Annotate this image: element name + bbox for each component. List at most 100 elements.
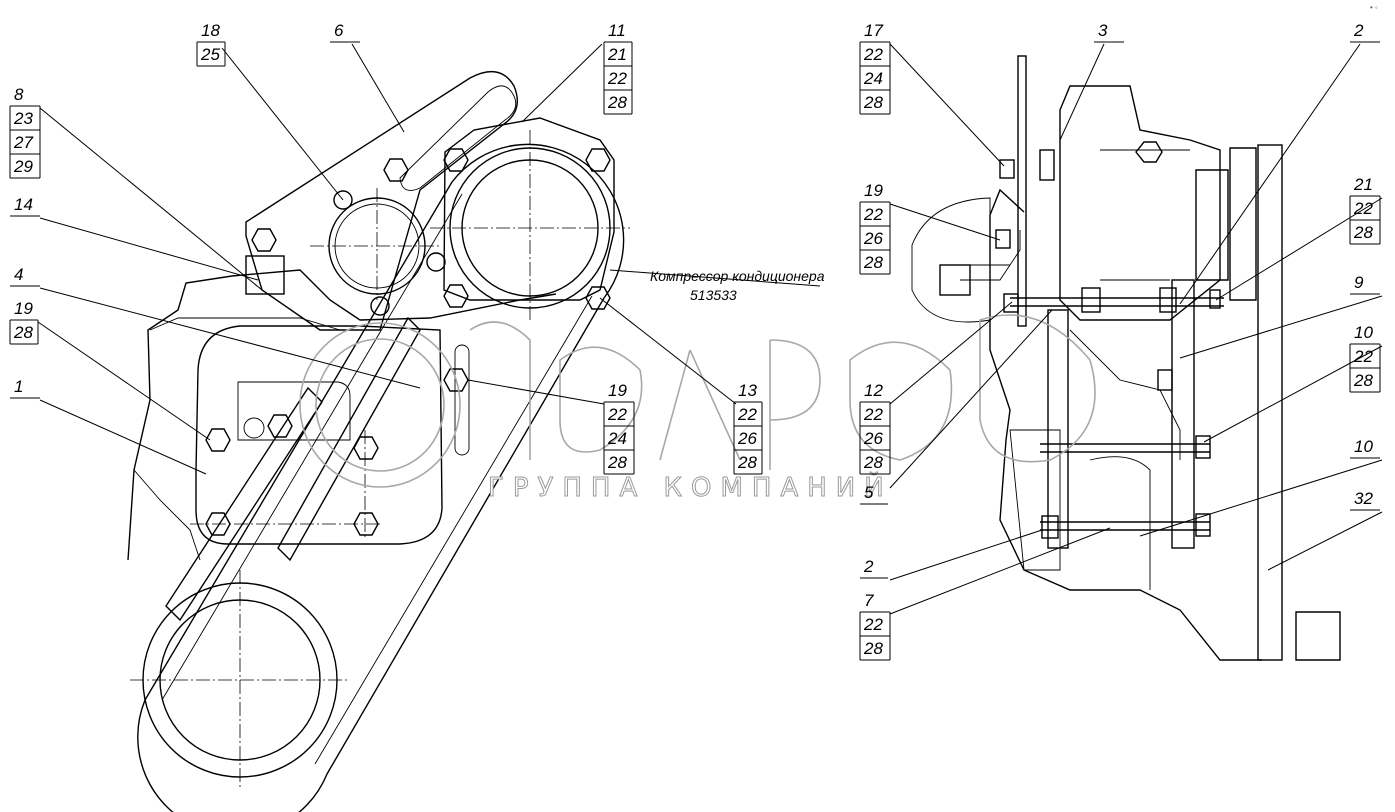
- callout-c12-item-2: 26: [863, 429, 883, 448]
- side-nut-2: [1039, 149, 1055, 181]
- leader-9: [1179, 295, 1383, 359]
- leader-19b: [467, 379, 605, 405]
- engine-housing-detail: [133, 317, 341, 561]
- side-arm-plate: [1171, 279, 1195, 549]
- leader-5: [889, 309, 1053, 489]
- callout-c5-item-0: 5: [864, 483, 874, 502]
- callout-c32: 32: [1350, 489, 1380, 511]
- callout-c12-item-0: 12: [864, 381, 883, 400]
- callout-c21-item-0: 21: [1353, 175, 1373, 194]
- bracket-slot: [454, 344, 470, 456]
- leader-19a: [37, 321, 211, 441]
- callout-c32-item-0: 32: [1354, 489, 1373, 508]
- arm-adjust-slot: [399, 85, 517, 191]
- nut-1: [251, 228, 277, 252]
- callout-c7-item-2: 28: [863, 639, 883, 658]
- leader-3: [1059, 43, 1105, 141]
- nut-9: [353, 436, 379, 460]
- callout-c11-item-3: 28: [607, 93, 627, 112]
- callout-c19a-item-0: 19: [14, 299, 33, 318]
- corner-mark: • ◦: [1370, 3, 1378, 12]
- callout-c6: 6: [330, 21, 360, 43]
- leader-4: [39, 287, 421, 389]
- drive-belt-outer: [137, 143, 625, 812]
- leader-13: [599, 297, 737, 405]
- nut-11: [353, 512, 379, 536]
- side-base-section: [1009, 429, 1151, 590]
- leader-14: [39, 217, 259, 281]
- callout-c11-item-2: 22: [607, 69, 627, 88]
- washer-2: [426, 252, 446, 272]
- callout-c2a-item-0: 2: [1353, 21, 1364, 40]
- leader-17: [889, 43, 1005, 167]
- tensioner-arm-plate: [245, 70, 518, 331]
- nut-3: [585, 148, 611, 172]
- right-side-view: [911, 55, 1341, 661]
- side-pipe: [940, 230, 1021, 281]
- callout-c2a: 2: [1350, 21, 1380, 43]
- watermark: ГРУППА КОМПАНИЙ: [299, 314, 1096, 504]
- callout-c13-item-3: 28: [737, 453, 757, 472]
- callout-c11-item-0: 11: [608, 21, 626, 40]
- callout-c19a-item-1: 28: [13, 323, 33, 342]
- leader-1: [39, 399, 207, 475]
- side-sectioned-boss: [911, 197, 991, 323]
- callout-c8-item-2: 27: [13, 133, 33, 152]
- callout-c6-item-0: 6: [334, 21, 344, 40]
- callout-c14-item-0: 14: [14, 195, 33, 214]
- bracket-inner-cutout: [237, 381, 351, 441]
- callout-c17-item-2: 24: [863, 69, 883, 88]
- callout-c19c-item-0: 19: [864, 181, 883, 200]
- callout-c19b-item-1: 22: [607, 405, 627, 424]
- side-nut-11: [1041, 515, 1059, 539]
- watermark-logo-ring-outer: [299, 322, 461, 488]
- left-front-view: [127, 70, 630, 812]
- washer-3: [370, 296, 390, 316]
- leader-19c: [889, 203, 1001, 241]
- callout-c14: 14: [10, 195, 40, 217]
- side-engine-outline: [989, 188, 1262, 661]
- callout-c5: 5: [860, 483, 888, 505]
- compressor-note-code: 513533: [690, 287, 737, 303]
- nut-7: [443, 368, 469, 392]
- callout-c4: 4: [10, 265, 40, 287]
- callout-c8-item-0: 8: [14, 85, 24, 104]
- hex-nuts: [205, 148, 611, 536]
- nut-5: [443, 284, 469, 308]
- callout-c8-item-1: 23: [13, 109, 33, 128]
- side-lower-plate: [1047, 309, 1069, 549]
- callout-c17-item-0: 17: [864, 21, 883, 40]
- callout-c21-item-1: 22: [1353, 199, 1373, 218]
- callout-c7-item-0: 7: [864, 591, 874, 610]
- side-nut-5: [1081, 287, 1101, 313]
- washer-1: [333, 190, 353, 210]
- callout-c18-item-0: 18: [201, 21, 220, 40]
- callout-c9: 9: [1350, 273, 1380, 295]
- side-bracket-plate: [1017, 55, 1027, 327]
- callout-c17-item-3: 28: [863, 93, 883, 112]
- leader-lines: [37, 43, 1383, 615]
- leader-6: [351, 43, 405, 133]
- callout-c10b: 10: [1350, 437, 1380, 459]
- nut-2: [443, 148, 469, 172]
- callout-c13-item-0: 13: [738, 381, 757, 400]
- side-fitting: [1295, 611, 1341, 661]
- callout-c13-item-1: 22: [737, 405, 757, 424]
- leader-11: [521, 43, 603, 123]
- callout-c1: 1: [10, 377, 40, 399]
- side-nuts: [939, 149, 1221, 539]
- watermark-tagline: ГРУППА КОМПАНИЙ: [488, 471, 893, 503]
- side-nut-6: [1159, 287, 1177, 313]
- callout-c10a-item-0: 10: [1354, 323, 1373, 342]
- leader-12: [889, 301, 1013, 405]
